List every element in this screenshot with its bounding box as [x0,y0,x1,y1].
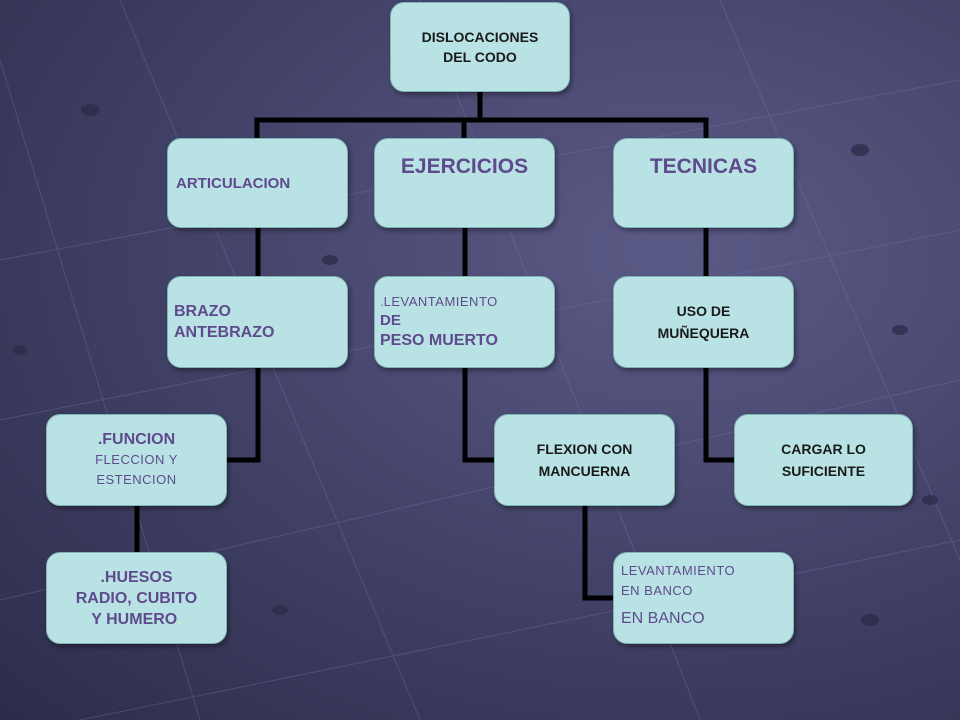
root-line-1: DISLOCACIONES [421,29,539,45]
ejercicios-label: EJERCICIOS [400,155,529,178]
levantamiento-line-2: DE [380,312,401,329]
banco-line-1: LEVANTAMIENTO [621,563,736,578]
cargar-line-1: CARGAR LO [781,441,866,457]
node-levantamiento-peso-muerto[interactable]: .LEVANTAMIENTO DE PESO MUERTO [374,276,555,368]
cargar-line-2: SUFICIENTE [781,463,866,479]
huesos-trailing: . [177,610,182,628]
uso-line-1: USO DE [676,303,731,319]
node-flexion-mancuerna[interactable]: FLEXION CON MANCUERNA [494,414,675,506]
funcion-line-1: .FUNCION [97,431,176,448]
banco-line-3: EN BANCO [621,610,705,627]
levantamiento-line-1: LEVANTAMIENTO [383,294,498,309]
funcion-line-3: ESTENCION [96,472,177,487]
node-brazo-antebrazo[interactable]: BRAZO ANTEBRAZO [167,276,348,368]
levantamiento-line-3: PESO MUERTO [380,332,498,349]
flexion-line-2: MANCUERNA [538,463,631,479]
banco-line-2: EN BANCO [621,583,693,598]
huesos-line-3-wrap: Y HUMERO. [91,609,181,630]
node-root[interactable]: DISLOCACIONES DEL CODO [390,2,570,92]
brazo-line-2: ANTEBRAZO [174,324,275,341]
levantamiento-prefix: . [380,294,384,309]
node-huesos[interactable]: .HUESOS RADIO, CUBITO Y HUMERO. [46,552,227,644]
node-levantamiento-banco[interactable]: LEVANTAMIENTO EN BANCO EN BANCO [613,552,794,644]
node-ejercicios[interactable]: EJERCICIOS [374,138,555,228]
node-cargar-suficiente[interactable]: CARGAR LO SUFICIENTE [734,414,913,506]
node-tecnicas[interactable]: TECNICAS [613,138,794,228]
brazo-line-1: BRAZO [174,303,231,320]
node-funcion[interactable]: .FUNCION FLECCION Y ESTENCION [46,414,227,506]
funcion-line-2: FLECCION Y [95,452,178,467]
tecnicas-label: TECNICAS [649,155,758,178]
articulacion-label: ARTICULACION [176,174,291,192]
node-articulacion[interactable]: ARTICULACION [167,138,348,228]
uso-line-2: MUÑEQUERA [657,325,750,341]
huesos-line-2: RADIO, CUBITO [75,589,198,607]
flexion-line-1: FLEXION CON [536,441,633,457]
huesos-line-1: .HUESOS [100,568,173,586]
huesos-line-3: Y HUMERO [91,610,178,628]
root-line-2: DEL CODO [443,49,517,65]
levantamiento-line-1-wrap: .LEVANTAMIENTO [380,293,554,311]
node-uso-munequera[interactable]: USO DE MUÑEQUERA [613,276,794,368]
